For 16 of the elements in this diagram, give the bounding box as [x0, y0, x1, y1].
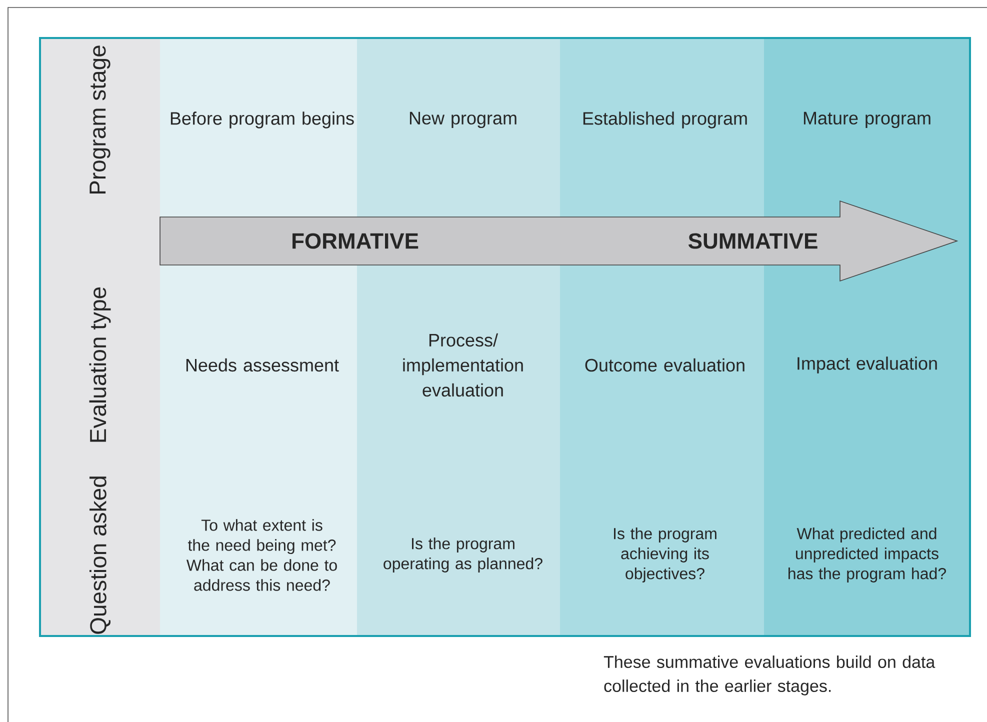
cell-text: What predicted and unpredicted impacts has the program had?	[788, 528, 946, 582]
cell-text: Impact evaluation	[798, 356, 937, 374]
cell-text: Needs assessment	[186, 358, 339, 372]
cell-text: New program	[410, 112, 516, 128]
cell-text: Established program	[583, 112, 747, 128]
row-header: Program stage	[90, 46, 110, 194]
cell-text: Mature program	[804, 112, 930, 128]
row-header: Question asked	[90, 476, 111, 634]
cell-text: Process/ implementation evaluation	[403, 333, 523, 397]
cell-text: Outcome evaluation	[585, 358, 744, 372]
cell-text: To what extent is the need being met? What can be done to address this need?	[186, 519, 337, 591]
row-header: Evaluation type	[89, 287, 111, 442]
cell-text: Is the program operating as planned?	[384, 538, 542, 572]
note: These summative evaluations build on data collected in the earlier stages.	[604, 656, 936, 696]
cell-text: Before program begins	[170, 112, 354, 128]
cell-text: Is the program achieving its objectives?	[614, 528, 716, 582]
